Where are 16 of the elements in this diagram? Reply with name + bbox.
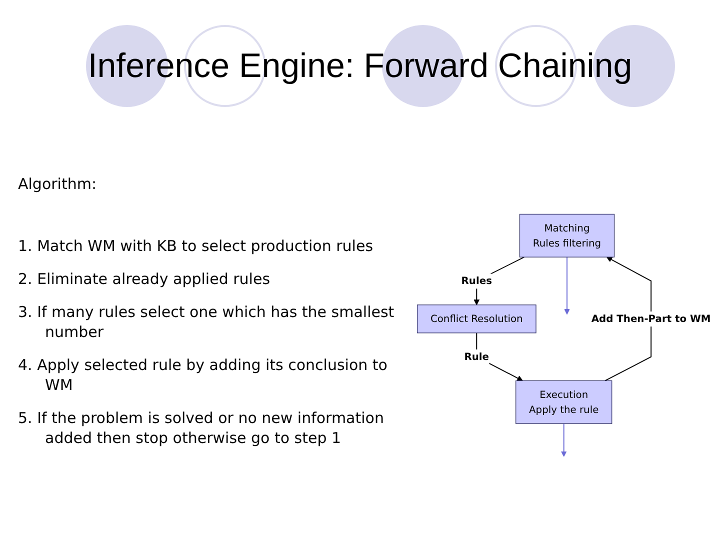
section-heading: Algorithm: xyxy=(18,174,97,194)
node-box: Execution Apply the rule xyxy=(516,380,612,424)
node-box: Matching Rules filtering xyxy=(519,214,615,258)
edge-label: Rule xyxy=(464,350,490,363)
edge-label: Rules xyxy=(461,274,492,287)
arrow xyxy=(604,256,652,382)
list-item: 5. If the problem is solved or no new information added then stop otherwise go to step 1 xyxy=(18,408,385,448)
list-item: 1. Match WM with KB to select production rules xyxy=(18,236,374,256)
slide-title: Inference Engine: Forward Chaining xyxy=(88,46,632,86)
arrow xyxy=(564,256,570,315)
list-item: 3. If many rules select one which has the smallest number xyxy=(18,302,396,342)
list-item: 2. Eliminate already applied rules xyxy=(18,269,272,289)
list-item: 4. Apply selected rule by adding its conclusion to WM xyxy=(18,355,388,395)
node-box: Conflict Resolution xyxy=(416,304,536,334)
edge-label: Add Then-Part to WM xyxy=(591,312,711,325)
arrow xyxy=(560,423,567,457)
